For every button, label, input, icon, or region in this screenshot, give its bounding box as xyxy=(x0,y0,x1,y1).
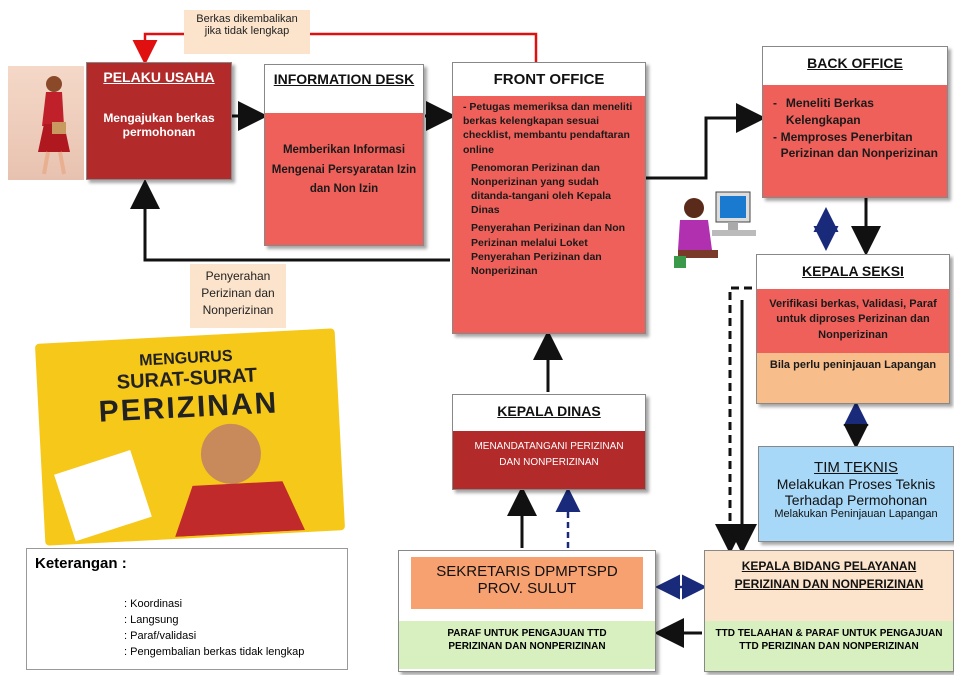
tim-teknis-line2: Terhadap Permohonan xyxy=(784,492,928,508)
legend-item-pengembalian: : Pengembalian berkas tidak lengkap xyxy=(124,646,305,658)
tim-teknis-line3: Melakukan Peninjauan Lapangan xyxy=(774,508,938,520)
kepala-seksi-title: KEPALA SEKSI xyxy=(757,255,949,289)
kepala-bidang-body: TTD TELAAHAN & PARAF UNTUK PENGAJUAN TTD… xyxy=(705,621,953,671)
information-desk-body: Memberikan Informasi Mengenai Persyarata… xyxy=(271,144,417,196)
front-office-item: - Petugas memeriksa dan meneliti berkas … xyxy=(463,101,633,156)
kepala-seksi-box: KEPALA SEKSI Verifikasi berkas, Validasi… xyxy=(756,254,950,404)
kepala-seksi-note: Bila perlu peninjauan Lapangan xyxy=(757,353,949,403)
pelaku-usaha-box: PELAKU USAHA Mengajukan berkas permohona… xyxy=(86,62,232,180)
kepala-bidang-title: KEPALA BIDANG PELAYANAN PERIZINAN DAN NO… xyxy=(705,551,953,621)
kepala-dinas-box: KEPALA DINAS MENANDATANGANI PERIZINAN DA… xyxy=(452,394,646,490)
tim-teknis-title: TIM TEKNIS xyxy=(814,459,898,476)
back-office-box: BACK OFFICE -Meneliti Berkas Kelengkapan… xyxy=(762,46,948,198)
sekretaris-body: PARAF UNTUK PENGAJUAN TTD PERIZINAN DAN … xyxy=(399,621,655,669)
sekretaris-title: SEKRETARIS DPMPTSPD PROV. SULUT xyxy=(411,557,643,609)
front-office-box: FRONT OFFICE - Petugas memeriksa dan men… xyxy=(452,62,646,334)
dashed-seksi-to-bidang xyxy=(715,286,752,554)
kepala-seksi-body: Verifikasi berkas, Validasi, Paraf untuk… xyxy=(769,298,937,341)
information-desk-title: INFORMATION DESK xyxy=(265,65,423,113)
front-office-item: Penyerahan Perizinan dan Non Perizinan m… xyxy=(471,222,626,277)
legend-item-koordinasi: : Koordinasi xyxy=(124,598,183,610)
front-office-title: FRONT OFFICE xyxy=(453,63,645,96)
legend-item-langsung: : Langsung xyxy=(124,614,179,626)
arrow-front-to-back xyxy=(646,103,766,180)
penyerahan-label: Penyerahan Perizinan dan Nonperizinan xyxy=(190,264,286,328)
front-office-item: Penomoran Perizinan dan Nonperizinan yan… xyxy=(471,161,612,217)
return-note: Berkas dikembalikan jika tidak lengkap xyxy=(184,10,310,54)
pelaku-usaha-title: PELAKU USAHA xyxy=(103,69,215,85)
legend-item-paraf: : Paraf/validasi xyxy=(124,630,197,642)
kepala-dinas-title: KEPALA DINAS xyxy=(453,395,645,431)
tim-teknis-line1: Melakukan Proses Teknis xyxy=(776,476,936,492)
computer-user-illustration xyxy=(672,186,758,268)
book-cover-illustration: MENGURUS SURAT-SURAT PERIZINAN xyxy=(34,328,346,546)
tim-teknis-box: TIM TEKNIS Melakukan Proses Teknis Terha… xyxy=(758,446,954,542)
woman-illustration xyxy=(8,66,84,180)
pelaku-usaha-body: Mengajukan berkas permohonan xyxy=(103,111,215,139)
legend-title: Keterangan : xyxy=(35,555,127,572)
back-office-title: BACK OFFICE xyxy=(763,47,947,85)
arrow-front-to-pelaku xyxy=(130,179,450,262)
back-office-item: -Memproses Penerbitan Perizinan dan Nonp… xyxy=(773,129,938,161)
sekretaris-box: SEKRETARIS DPMPTSPD PROV. SULUT PARAF UN… xyxy=(398,550,656,672)
legend-box: Keterangan : xyxy=(26,548,348,670)
return-arrow xyxy=(132,32,538,65)
kepala-bidang-box: KEPALA BIDANG PELAYANAN PERIZINAN DAN NO… xyxy=(704,550,954,672)
kepala-dinas-body: MENANDATANGANI PERIZINAN DAN NONPERIZINA… xyxy=(474,441,624,468)
information-desk-box: INFORMATION DESK Memberikan Informasi Me… xyxy=(264,64,424,246)
back-office-item: -Meneliti Berkas Kelengkapan xyxy=(773,96,874,127)
